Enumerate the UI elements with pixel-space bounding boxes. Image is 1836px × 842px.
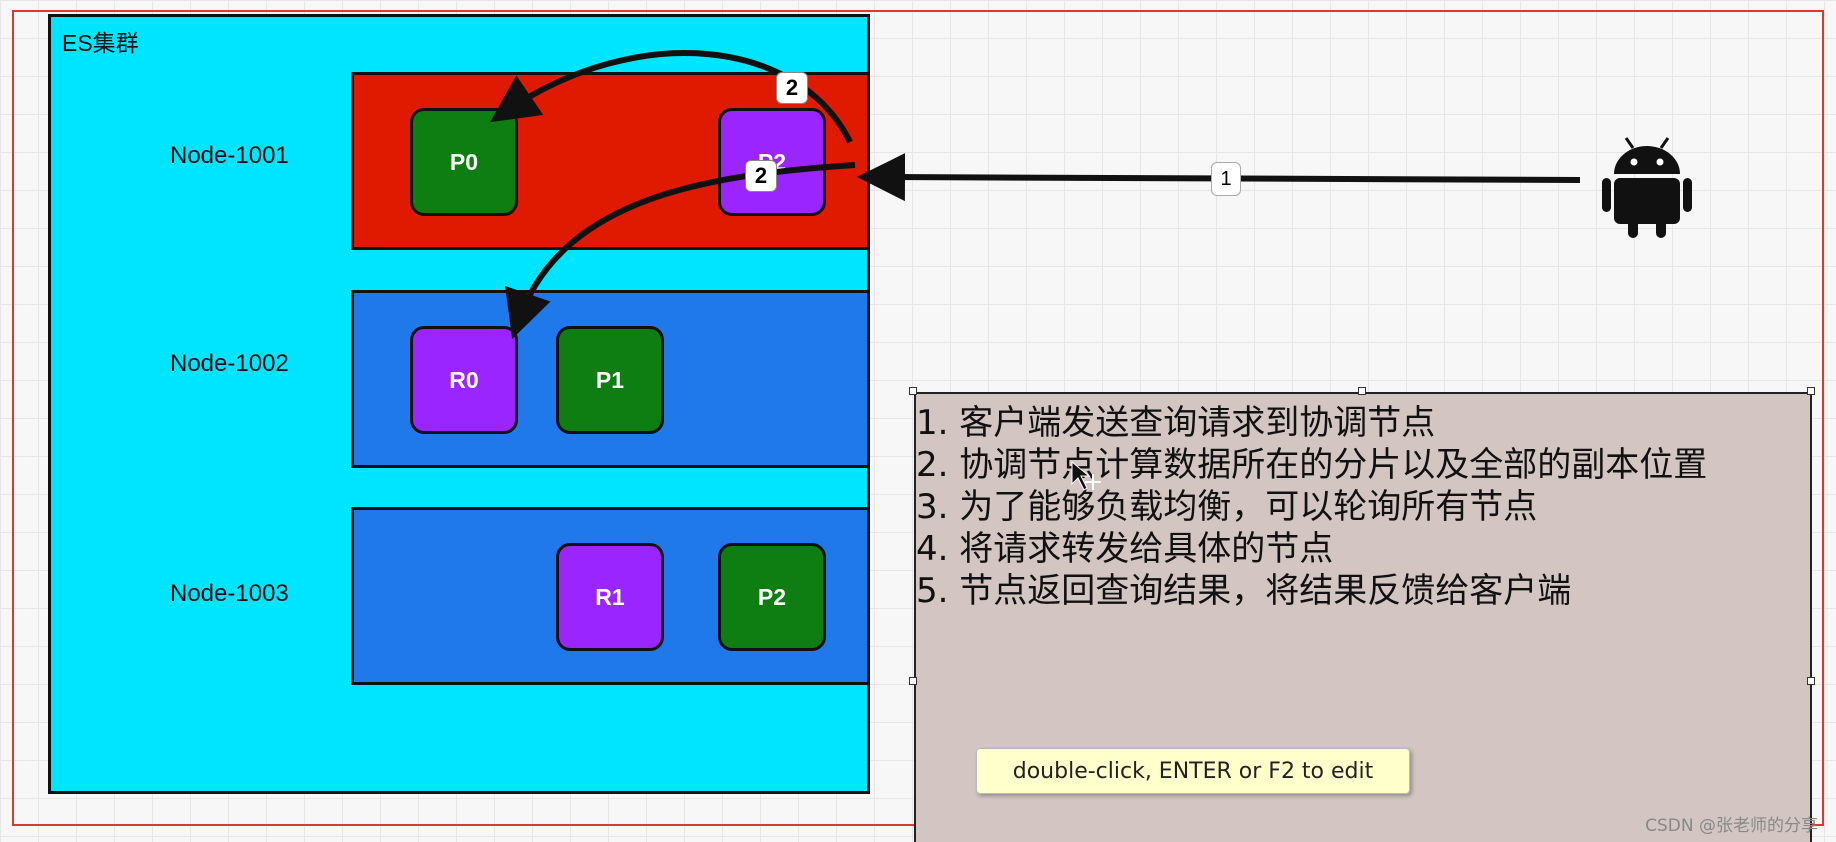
shard-p2[interactable]: P2 — [718, 543, 826, 651]
resize-handle-w[interactable] — [909, 677, 917, 685]
shard-r0[interactable]: R0 — [410, 326, 518, 434]
watermark: CSDN @张老师的分享 — [1645, 816, 1818, 836]
resize-handle-ne[interactable] — [1807, 387, 1815, 395]
shard-r1[interactable]: R1 — [556, 543, 664, 651]
note-line-2: 2. 协调节点计算数据所在的分片以及全部的副本位置 — [916, 445, 1708, 485]
note-line-5: 5. 节点返回查询结果，将结果反馈给客户端 — [916, 571, 1572, 611]
arrow-step2-to-p0[interactable] — [490, 50, 853, 144]
resize-handle-nw[interactable] — [909, 387, 917, 395]
shard-p0[interactable]: P0 — [410, 108, 518, 216]
node-label-1003: Node-1003 — [170, 580, 289, 607]
note-line-4: 4. 将请求转发给具体的节点 — [916, 529, 1334, 569]
notes-panel[interactable]: 1. 客户端发送查询请求到协调节点 2. 协调节点计算数据所在的分片以及全部的副… — [914, 392, 1812, 842]
cluster-title: ES集群 — [62, 30, 139, 56]
note-line-1: 1. 客户端发送查询请求到协调节点 — [916, 403, 1436, 443]
resize-handle-e[interactable] — [1807, 677, 1815, 685]
arrow-step2-to-r0[interactable] — [505, 162, 856, 340]
step-label-1: 1 — [1211, 162, 1241, 196]
edit-tooltip: double-click, ENTER or F2 to edit — [976, 748, 1410, 794]
note-line-3: 3. 为了能够负载均衡，可以轮询所有节点 — [916, 487, 1538, 527]
resize-handle-n[interactable] — [1358, 387, 1366, 395]
android-icon[interactable] — [1602, 137, 1692, 238]
step-label-2a: 2 — [776, 72, 808, 104]
node-label-1002: Node-1002 — [170, 350, 289, 377]
step-label-2b: 2 — [745, 160, 777, 192]
node-label-1001: Node-1001 — [170, 142, 289, 169]
shard-p1[interactable]: P1 — [556, 326, 664, 434]
